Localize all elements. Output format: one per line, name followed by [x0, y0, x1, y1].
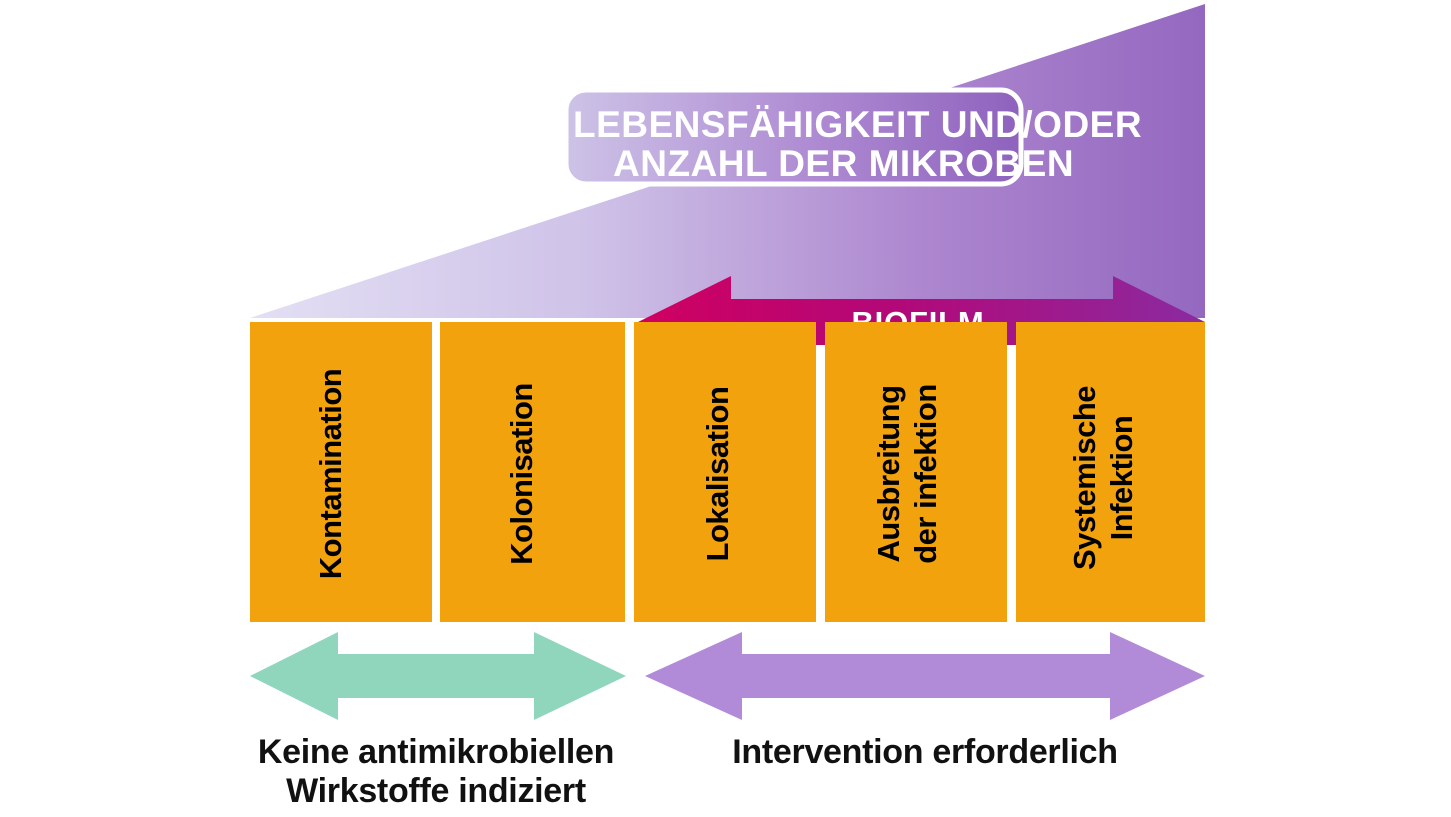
no-antimicrobials-arrow[interactable]: [250, 632, 626, 720]
stage-bars: Kontamination Kolonisation Lokalisation …: [250, 322, 1205, 622]
stage-bar-kontamination[interactable]: Kontamination: [250, 322, 432, 622]
stage-label-kolonisation: Kolonisation: [504, 383, 539, 565]
intervention-required-caption: Intervention erforderlich: [732, 733, 1117, 771]
no-antimicrobials-caption-line1: Keine antimikrobiellen: [258, 733, 614, 771]
stage-bar-ausbreitung-der-infektion[interactable]: Ausbreitung der infektion: [825, 322, 1007, 622]
stage-bar-rect[interactable]: [634, 322, 816, 622]
treatment-band-intervention-required[interactable]: Intervention erforderlich: [645, 632, 1205, 771]
no-antimicrobials-caption-line2: Wirkstoffe indiziert: [286, 772, 586, 810]
stage-bar-kolonisation[interactable]: Kolonisation: [440, 322, 625, 622]
title-banner-line2: ANZAHL DER MIKROBEN: [613, 143, 1074, 184]
stage-label-systemische-line1: Systemische: [1067, 386, 1102, 570]
stage-label-kontamination: Kontamination: [313, 369, 348, 580]
intervention-required-arrow[interactable]: [645, 632, 1205, 720]
title-banner-plate: [563, 87, 1024, 187]
title-banner: LEBENSFÄHIGKEIT UND/ODER ANZAHL DER MIKR…: [563, 87, 1142, 187]
stage-label-ausbreitung-line2: der infektion: [908, 384, 943, 564]
stage-bar-systemische-infektion[interactable]: Systemische Infektion: [1016, 322, 1205, 622]
stage-label-systemische-line2: Infektion: [1104, 416, 1139, 541]
stage-bar-rect[interactable]: [250, 322, 432, 622]
title-banner-line1: LEBENSFÄHIGKEIT UND/ODER: [573, 104, 1142, 145]
stage-bar-rect[interactable]: [825, 322, 1007, 622]
stage-bar-rect[interactable]: [440, 322, 625, 622]
stage-bar-rect[interactable]: [1016, 322, 1205, 622]
stage-label-ausbreitung-line1: Ausbreitung: [871, 385, 906, 562]
stage-label-lokalisation: Lokalisation: [700, 387, 735, 562]
treatment-band-no-antimicrobials[interactable]: Keine antimikrobiellen Wirkstoffe indizi…: [250, 632, 626, 810]
stage-bar-lokalisation[interactable]: Lokalisation: [634, 322, 816, 622]
